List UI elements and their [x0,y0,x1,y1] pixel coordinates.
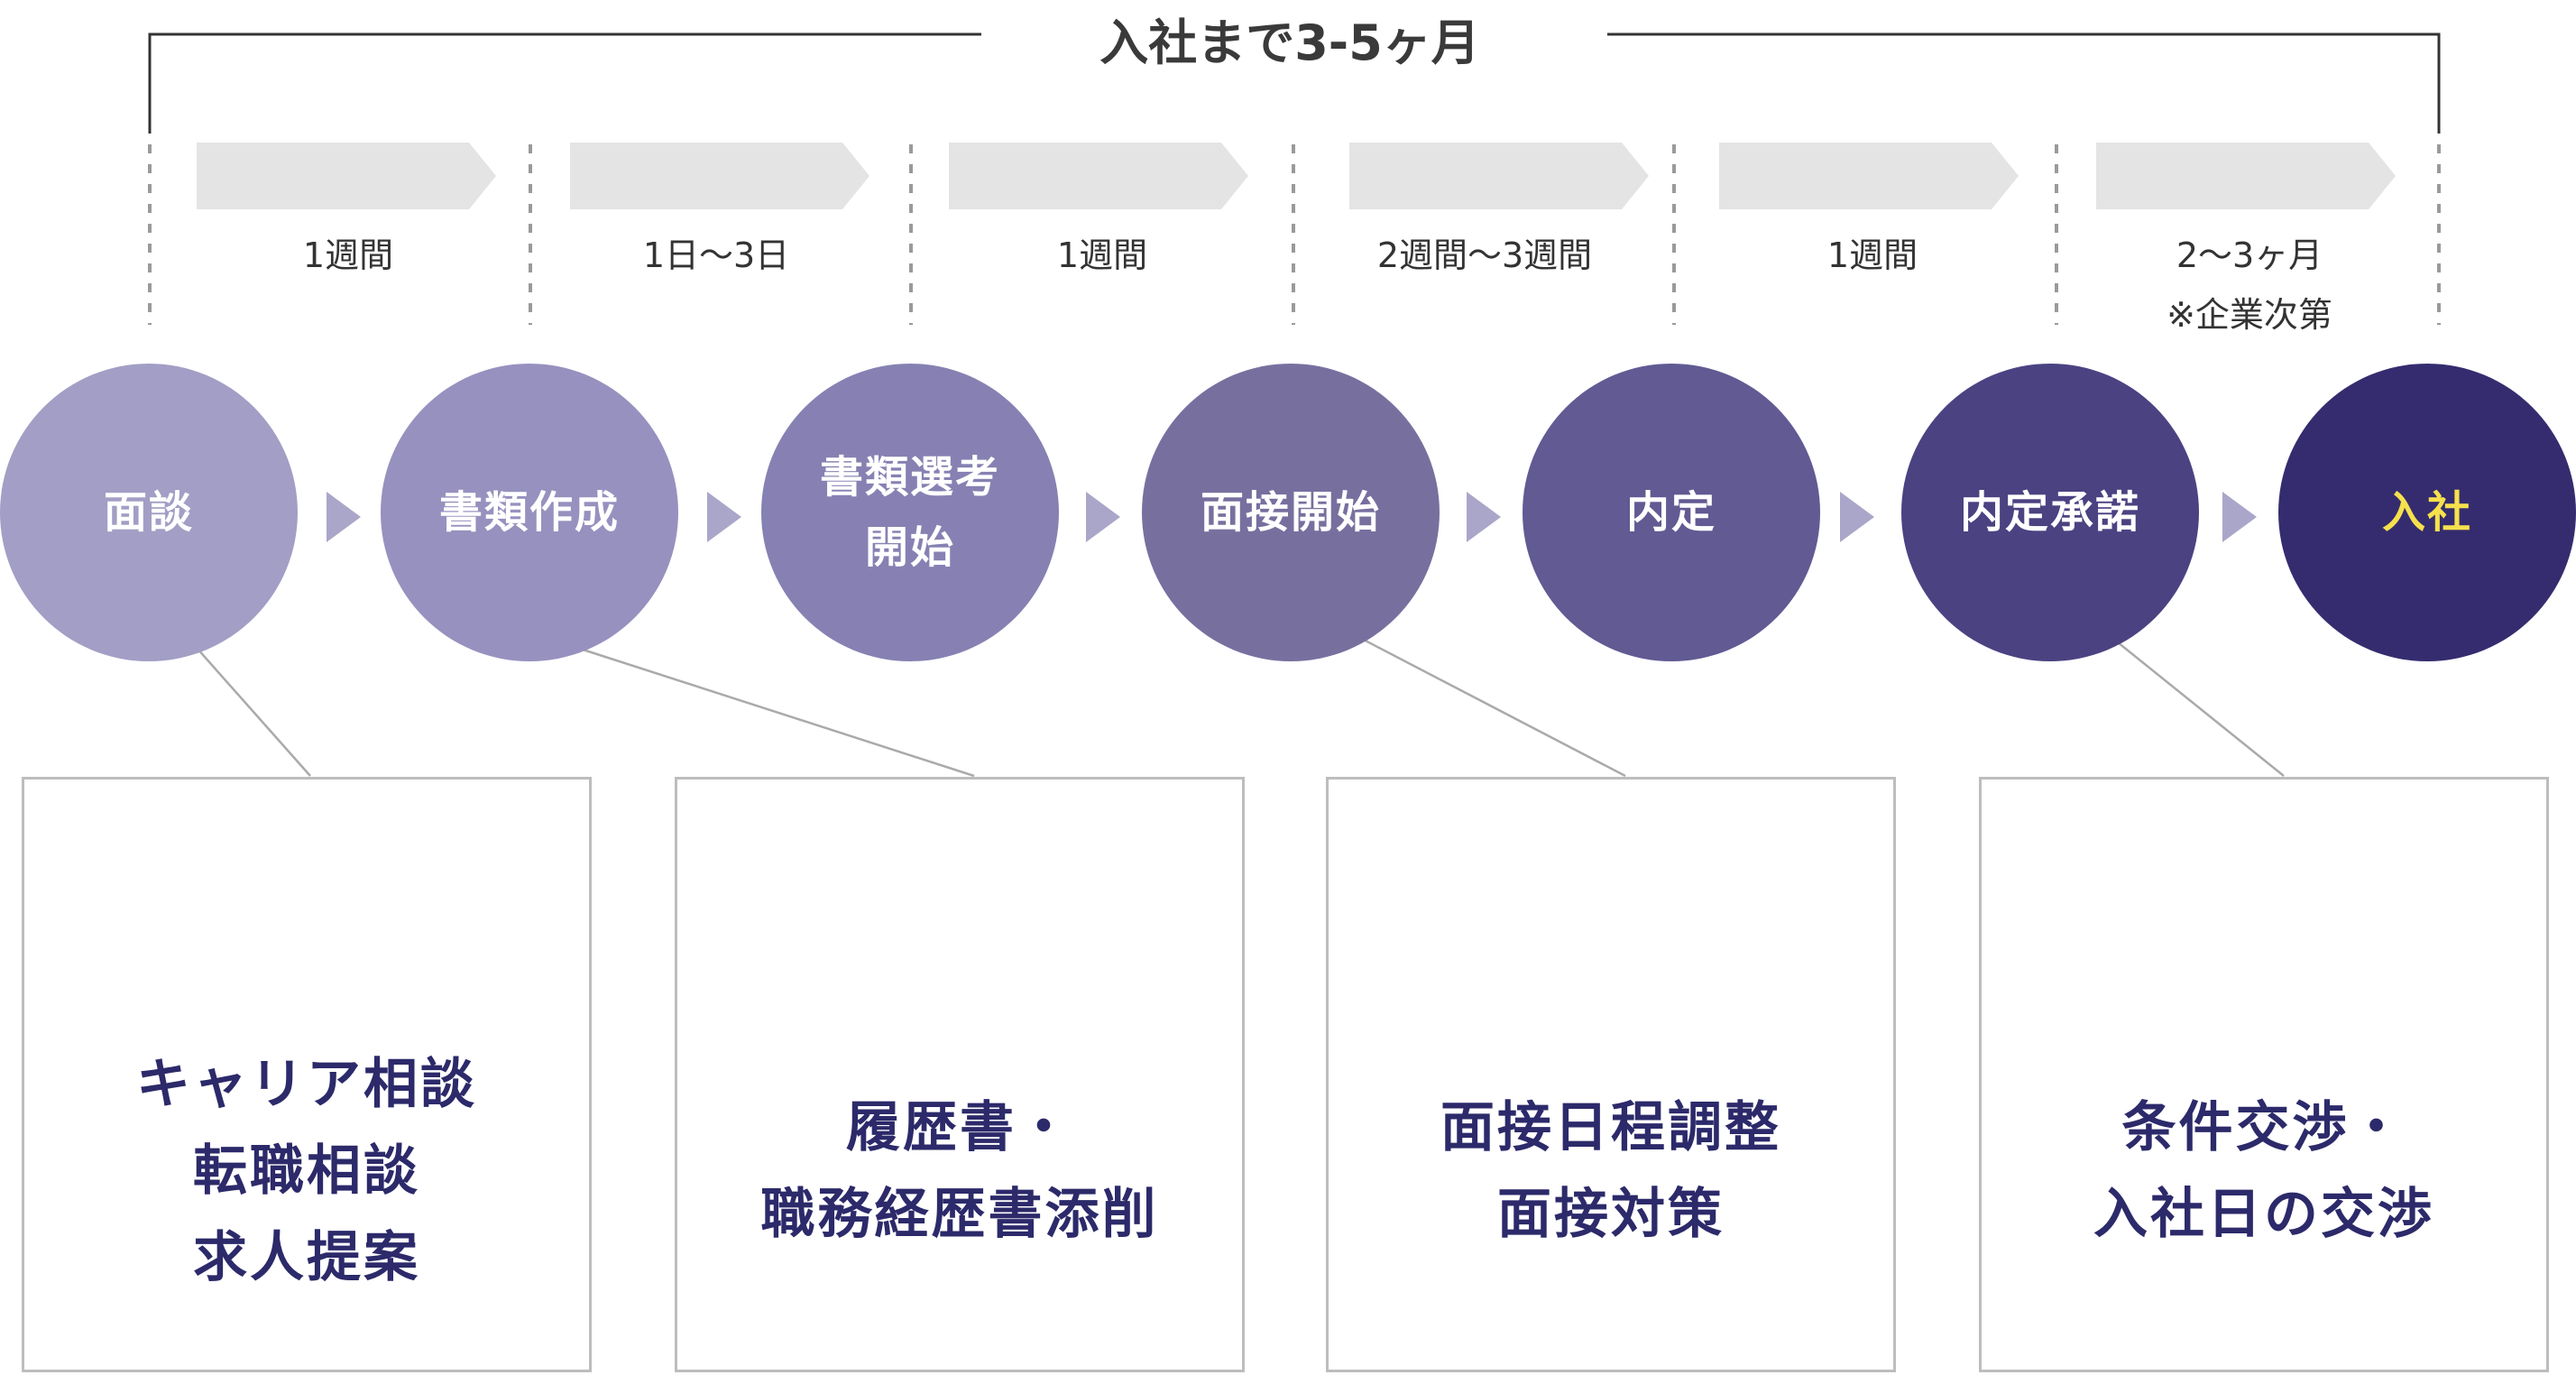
card-text-resume: 履歴書・ 職務経歴書添削 [760,1096,1159,1246]
duration-arrow [197,143,496,209]
support-card-interview [1326,777,1896,1372]
connector-line [2117,641,2285,777]
triangle-arrow-icon [1467,492,1501,542]
duration-note: ※企業次第 [2167,295,2332,335]
support-card-negotiation [1979,777,2549,1372]
card-text-career-consult: キャリア相談 転職相談 求人提案 [136,1053,477,1289]
duration-arrow [949,143,1248,209]
step-circle-joining: 入社 [2278,364,2576,661]
card-connectors [196,635,2285,778]
connector-line [196,647,311,777]
step-circle-offer-acceptance: 内定承諾 [1901,364,2199,661]
step-label: 内定承諾 [1959,487,2140,538]
support-card-resume [675,777,1245,1372]
step-label: 内定 [1625,487,1716,538]
card-text-interview: 面接日程調整 面接対策 [1440,1096,1781,1246]
duration-label: 2週間〜3週間 [1376,235,1593,275]
duration-arrow [1349,143,1649,209]
step-label: 書類作成 [438,487,620,538]
support-card-career-consult [22,777,592,1372]
step-circle-mendan: 面談 [0,364,298,661]
triangle-arrow-icon [707,492,741,542]
duration-label: 1週間 [1056,235,1148,275]
step-label: 面接開始 [1200,487,1381,538]
step-circle-document-screening: 書類選考 開始 [761,364,1059,661]
duration-arrow [1719,143,2019,209]
timeline-title: 入社まで3-5ヶ月 [1099,14,1480,71]
triangle-arrow-icon [1086,492,1120,542]
duration-arrows [197,143,2396,209]
connector-line [1357,635,1626,778]
duration-label: 2〜3ヶ月 [2176,235,2323,275]
duration-label: 1週間 [1826,235,1918,275]
step-triangles [327,492,2257,542]
card-text-negotiation: 条件交渉・ 入社日の交渉 [2093,1096,2434,1246]
step-circle-offer: 内定 [1523,364,1820,661]
step-circle-document-creation: 書類作成 [381,364,678,661]
duration-label: 1週間 [302,235,394,275]
step-label: 面談 [103,487,194,538]
step-label: 入社 [2381,487,2472,538]
timeline-bracket [148,32,2441,134]
duration-arrow [570,143,869,209]
triangle-arrow-icon [327,492,361,542]
triangle-arrow-icon [2222,492,2257,542]
connector-line [576,646,975,778]
triangle-arrow-icon [1840,492,1874,542]
step-circle-interview-start: 面接開始 [1142,364,1440,661]
step-label: 書類選考 開始 [819,452,1000,573]
duration-arrow [2096,143,2396,209]
duration-label: 1日〜3日 [642,235,790,275]
